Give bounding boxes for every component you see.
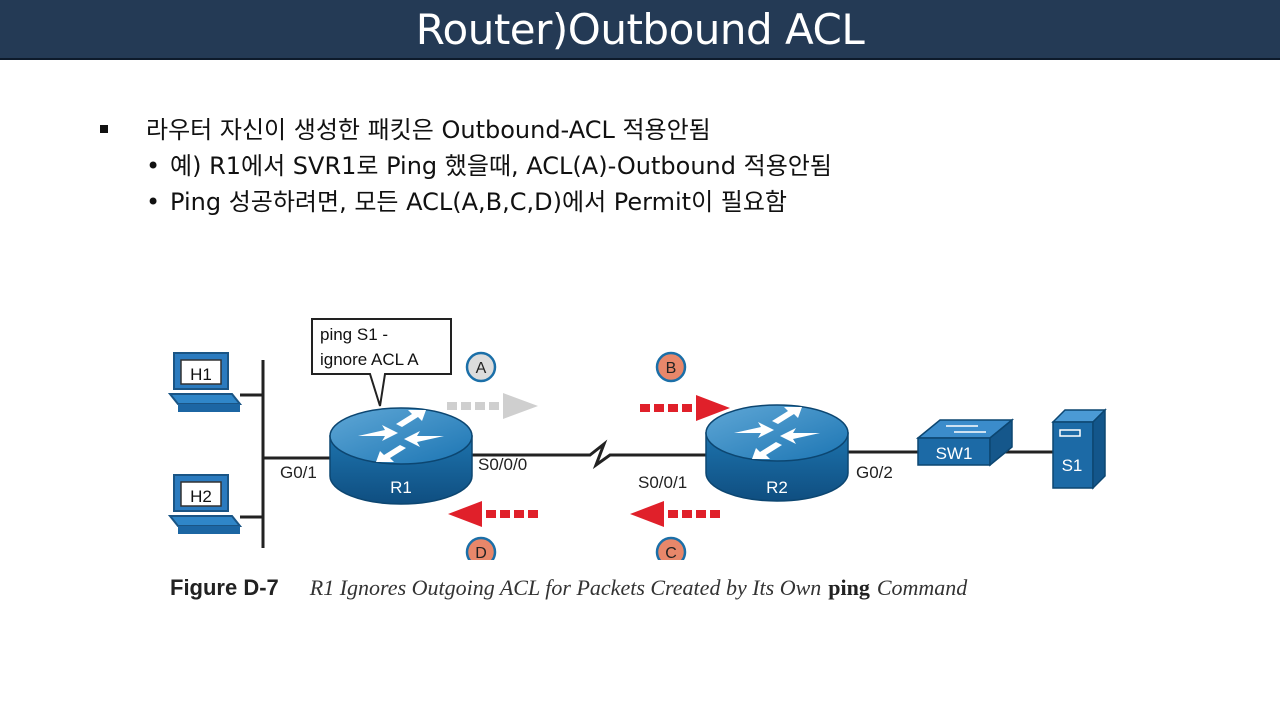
interface-label: S0/0/0 (478, 455, 527, 474)
router-r1-icon (329, 407, 473, 505)
acl-d-marker (465, 536, 497, 560)
router-r2-label: R2 (766, 478, 788, 497)
acl-c-label: C (665, 545, 677, 560)
arrow-c-icon (630, 501, 720, 527)
bullet-sub-1: • 예) R1에서 SVR1로 Ping 했을때, ACL(A)-Outboun… (96, 148, 832, 184)
router-r2-icon (705, 404, 849, 502)
interface-label: G0/1 (280, 463, 317, 482)
host-h1-icon (167, 352, 243, 412)
router-r1-label: R1 (390, 478, 412, 497)
serial-link (472, 439, 708, 470)
callout-bubble (311, 318, 452, 407)
title-bar: Router)Outbound ACL (0, 0, 1280, 60)
bullet-main: 라우터 자신이 생성한 패킷은 Outbound-ACL 적용안됨 (96, 112, 832, 148)
dot-bullet-icon: • (146, 188, 161, 216)
callout-text-line2: ignore ACL A (320, 350, 419, 369)
bullet-main-text: 라우터 자신이 생성한 패킷은 Outbound-ACL 적용안됨 (146, 116, 711, 144)
acl-b-label: B (666, 360, 677, 377)
arrow-d-icon (448, 501, 538, 527)
host-h2-label: H2 (190, 487, 212, 506)
bullet-sub-2-text: Ping 성공하려면, 모든 ACL(A,B,C,D)에서 Permit이 필요… (170, 188, 788, 216)
caption-label: Figure D-7 (170, 575, 279, 600)
caption-command: ping (828, 575, 870, 600)
callout-text-line1: ping S1 - (320, 325, 388, 344)
square-bullet-icon (100, 125, 108, 133)
slide-title: Router)Outbound ACL (415, 4, 865, 54)
acl-c-marker (655, 536, 687, 560)
interface-label: S0/0/1 (638, 473, 687, 492)
server-s1-label: S1 (1062, 456, 1083, 475)
arrow-a-icon (447, 393, 538, 419)
dot-bullet-icon: • (146, 152, 161, 180)
caption-end: Command (876, 575, 968, 600)
acl-a-marker (465, 351, 497, 383)
caption-text: R1 Ignores Outgoing ACL for Packets Crea… (309, 575, 822, 600)
acl-a-label: A (476, 360, 487, 377)
acl-d-label: D (475, 545, 487, 560)
bullet-list: 라우터 자신이 생성한 패킷은 Outbound-ACL 적용안됨 • 예) R… (96, 112, 832, 220)
arrow-b-icon (640, 395, 730, 421)
acl-b-marker (655, 351, 687, 383)
host-h2-icon (167, 474, 243, 534)
host-h1-label: H1 (190, 365, 212, 384)
bullet-sub-1-text: 예) R1에서 SVR1로 Ping 했을때, ACL(A)-Outbound … (170, 152, 832, 180)
switch-sw1-label: SW1 (936, 444, 973, 463)
network-diagram: H1 H2 R1 R2 SW1 (167, 318, 1107, 560)
interface-label: G0/2 (856, 463, 893, 482)
switch-sw1-icon (915, 418, 1015, 467)
bullet-sub-2: • Ping 성공하려면, 모든 ACL(A,B,C,D)에서 Permit이 … (96, 184, 832, 220)
server-s1-icon (1051, 408, 1107, 490)
figure-caption: Figure D-7 R1 Ignores Outgoing ACL for P… (170, 575, 967, 601)
